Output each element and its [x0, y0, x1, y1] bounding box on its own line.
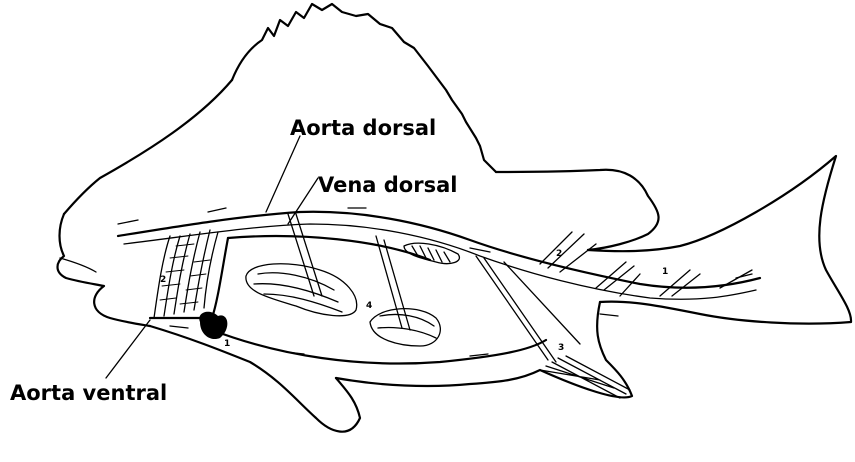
soft-dorsal-fin [496, 170, 659, 250]
gut-coil-upper [246, 264, 357, 316]
aorta-dorsal-leader [266, 136, 300, 212]
label-aorta-dorsal: Aorta dorsal [290, 116, 436, 140]
body-vessel-loop [212, 236, 546, 363]
number-heart: 1 [224, 339, 230, 349]
gill-arches [154, 230, 218, 318]
number-back: 2 [556, 249, 562, 259]
fish-back-outline [64, 80, 232, 214]
label-aorta-ventral: Aorta ventral [10, 381, 167, 405]
mouth-line [60, 258, 96, 272]
belly-outline [150, 326, 360, 432]
dorsal-fin [232, 4, 496, 172]
vena-dorsal-leader [288, 178, 318, 224]
caudal-fin [588, 156, 851, 324]
number-anal: 3 [558, 343, 564, 353]
number-gill: 2 [160, 275, 166, 285]
head-outline [58, 214, 151, 326]
label-vena-dorsal: Vena dorsal [318, 173, 457, 197]
aorta-ventral-leader [106, 320, 150, 378]
number-tail: 1 [662, 267, 668, 277]
number-gut: 4 [366, 301, 372, 311]
segmental-vessels [288, 214, 580, 362]
